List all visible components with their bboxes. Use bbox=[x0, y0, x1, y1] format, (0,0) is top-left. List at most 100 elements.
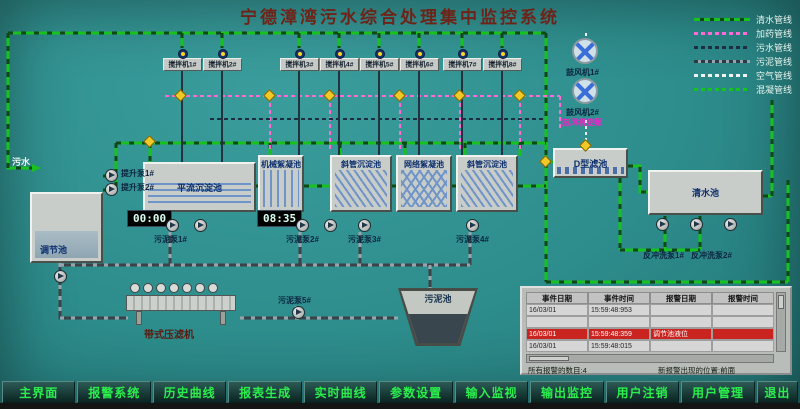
mixer-6[interactable]: 搅拌机6# bbox=[400, 49, 439, 71]
alarm-table: 事件日期 事件时间 报警日期 报警时间 16/03/01 15:59:48:95… bbox=[526, 292, 774, 352]
pump-sludge-3[interactable] bbox=[358, 219, 371, 232]
label-sludge-pump-5: 污泥泵5# bbox=[278, 296, 311, 305]
legend-item-coagulation: 混凝管线 bbox=[693, 82, 792, 96]
alarm-vertical-scrollbar[interactable] bbox=[776, 292, 786, 352]
roller-icon bbox=[208, 283, 218, 293]
blower-fan-1-icon[interactable] bbox=[572, 38, 598, 64]
alarm-cell[interactable] bbox=[712, 304, 774, 316]
alarm-cell-active[interactable]: 16/03/01 bbox=[526, 328, 588, 340]
roller-icon bbox=[169, 283, 179, 293]
pump-sludge-4[interactable] bbox=[466, 219, 479, 232]
motor-icon bbox=[415, 49, 425, 59]
alarm-cell[interactable] bbox=[650, 304, 712, 316]
menu-report-generation[interactable]: 报表生成 bbox=[228, 381, 302, 403]
mixer-label: 搅拌机2# bbox=[208, 60, 237, 69]
menu-realtime-curve[interactable]: 实时曲线 bbox=[303, 381, 378, 403]
mixer-8[interactable]: 搅拌机8# bbox=[483, 49, 522, 71]
motor-icon bbox=[375, 49, 385, 59]
menu-user-management[interactable]: 用户管理 bbox=[681, 381, 755, 403]
tank-regulation: 调节池 bbox=[30, 192, 103, 263]
legend-line-coagulation bbox=[693, 87, 750, 91]
roller-icon bbox=[182, 283, 192, 293]
blower-fan-2-icon[interactable] bbox=[572, 78, 598, 104]
pump-backwash-2[interactable] bbox=[690, 218, 703, 231]
alarm-cell[interactable] bbox=[712, 340, 774, 352]
tank-label: 调节池 bbox=[40, 245, 68, 255]
motor-icon bbox=[218, 49, 228, 59]
menu-user-logout[interactable]: 用户注销 bbox=[605, 381, 680, 403]
mixer-shafts bbox=[181, 71, 503, 162]
menu-output-monitor[interactable]: 输出监控 bbox=[530, 381, 604, 403]
pump-sludge-5[interactable] bbox=[292, 306, 305, 319]
pump-sludge-2b[interactable] bbox=[324, 219, 337, 232]
tank-label: 清水池 bbox=[691, 188, 719, 198]
alarm-cell[interactable] bbox=[712, 316, 774, 328]
roller-icon bbox=[156, 283, 166, 293]
alarm-cell[interactable]: 16/03/01 bbox=[526, 304, 588, 316]
mixer-2[interactable]: 搅拌机2# bbox=[203, 49, 242, 71]
motor-icon bbox=[295, 49, 305, 59]
label-sludge-pump-4: 污泥泵4# bbox=[456, 235, 489, 244]
alarm-col-header: 事件时间 bbox=[588, 292, 650, 304]
menu-alarm-system[interactable]: 报警系统 bbox=[77, 381, 151, 403]
legend-label: 污水管线 bbox=[755, 42, 792, 53]
page-title: 宁德漳湾污水综合处理集中监控系统 bbox=[240, 8, 560, 27]
menu-input-monitor[interactable]: 输入监视 bbox=[454, 381, 529, 403]
menu-history-curve[interactable]: 历史曲线 bbox=[152, 381, 227, 403]
menu-exit[interactable]: 退出 bbox=[756, 381, 798, 403]
tank-horizontal-sedimentation: 平流沉淀池 bbox=[143, 162, 256, 212]
scrollbar-thumb[interactable] bbox=[529, 356, 569, 361]
mixer-label: 搅拌机5# bbox=[365, 60, 394, 69]
pump-clear-water[interactable] bbox=[724, 218, 737, 231]
pump-lift-1[interactable] bbox=[105, 169, 118, 182]
pump-sludge-2[interactable] bbox=[296, 219, 309, 232]
alarm-cell-active[interactable] bbox=[712, 328, 774, 340]
scrollbar-thumb[interactable] bbox=[778, 295, 784, 309]
roller-icon bbox=[130, 283, 140, 293]
pump-backwash-1[interactable] bbox=[656, 218, 669, 231]
tank-label: 机械絮凝池 bbox=[261, 160, 301, 169]
menu-main[interactable]: 主界面 bbox=[2, 381, 76, 403]
mixer-label: 搅拌机3# bbox=[285, 60, 314, 69]
pump-lift-2[interactable] bbox=[105, 183, 118, 196]
mixer-7[interactable]: 搅拌机7# bbox=[443, 49, 482, 71]
alarm-col-header: 报警时间 bbox=[712, 292, 774, 304]
belt-filter-press[interactable]: 带式压滤机 bbox=[126, 283, 236, 341]
alarm-count: 所有报警的数目:4 bbox=[528, 366, 587, 375]
mixer-4[interactable]: 搅拌机4# bbox=[320, 49, 359, 71]
alarm-panel: 事件日期 事件时间 报警日期 报警时间 16/03/01 15:59:48:95… bbox=[520, 286, 792, 375]
water-fill bbox=[148, 183, 251, 207]
alarm-col-header: 事件日期 bbox=[526, 292, 588, 304]
belt-press-body bbox=[126, 295, 236, 311]
tank-label: D型滤池 bbox=[573, 158, 608, 169]
alarm-horizontal-scrollbar[interactable] bbox=[526, 354, 774, 363]
pump-regulation-drain[interactable] bbox=[54, 270, 67, 283]
pump-sludge-1b[interactable] bbox=[194, 219, 207, 232]
label-sludge-pump-1: 污泥泵1# bbox=[154, 235, 187, 244]
legend-item-air: 空气管线 bbox=[693, 68, 792, 82]
alarm-cell[interactable] bbox=[526, 316, 588, 328]
legend-line-clear-water bbox=[693, 17, 750, 21]
mixer-1[interactable]: 搅拌机1# bbox=[163, 49, 202, 71]
alarm-cell[interactable]: 15:59:48:953 bbox=[588, 304, 650, 316]
pump-sludge-1[interactable] bbox=[166, 219, 179, 232]
timer-display-1: 00:00 bbox=[127, 210, 173, 227]
tank-mechanical-flocculation: 机械絮凝池 bbox=[258, 155, 304, 212]
alarm-cell-active[interactable]: 15:59:48:359 bbox=[588, 328, 650, 340]
alarm-cell[interactable] bbox=[650, 316, 712, 328]
label-lift-pump-2: 提升泵2# bbox=[121, 183, 154, 192]
mixer-3[interactable]: 搅拌机3# bbox=[280, 49, 319, 71]
alarm-cell[interactable]: 16/03/01 bbox=[526, 340, 588, 352]
alarm-cell-active[interactable]: 调节池液位 bbox=[650, 328, 712, 340]
alarm-cell[interactable] bbox=[588, 316, 650, 328]
alarm-cell[interactable] bbox=[650, 340, 712, 352]
mixer-5[interactable]: 搅拌机5# bbox=[360, 49, 399, 71]
mixer-label: 搅拌机4# bbox=[325, 60, 354, 69]
timer-display-2: 08:35 bbox=[257, 210, 303, 227]
alarm-cell[interactable]: 15:59:48:015 bbox=[588, 340, 650, 352]
label-sludge-pump-3: 污泥泵3# bbox=[348, 235, 381, 244]
menu-parameter-settings[interactable]: 参数设置 bbox=[379, 381, 453, 403]
water-fill bbox=[461, 170, 513, 207]
